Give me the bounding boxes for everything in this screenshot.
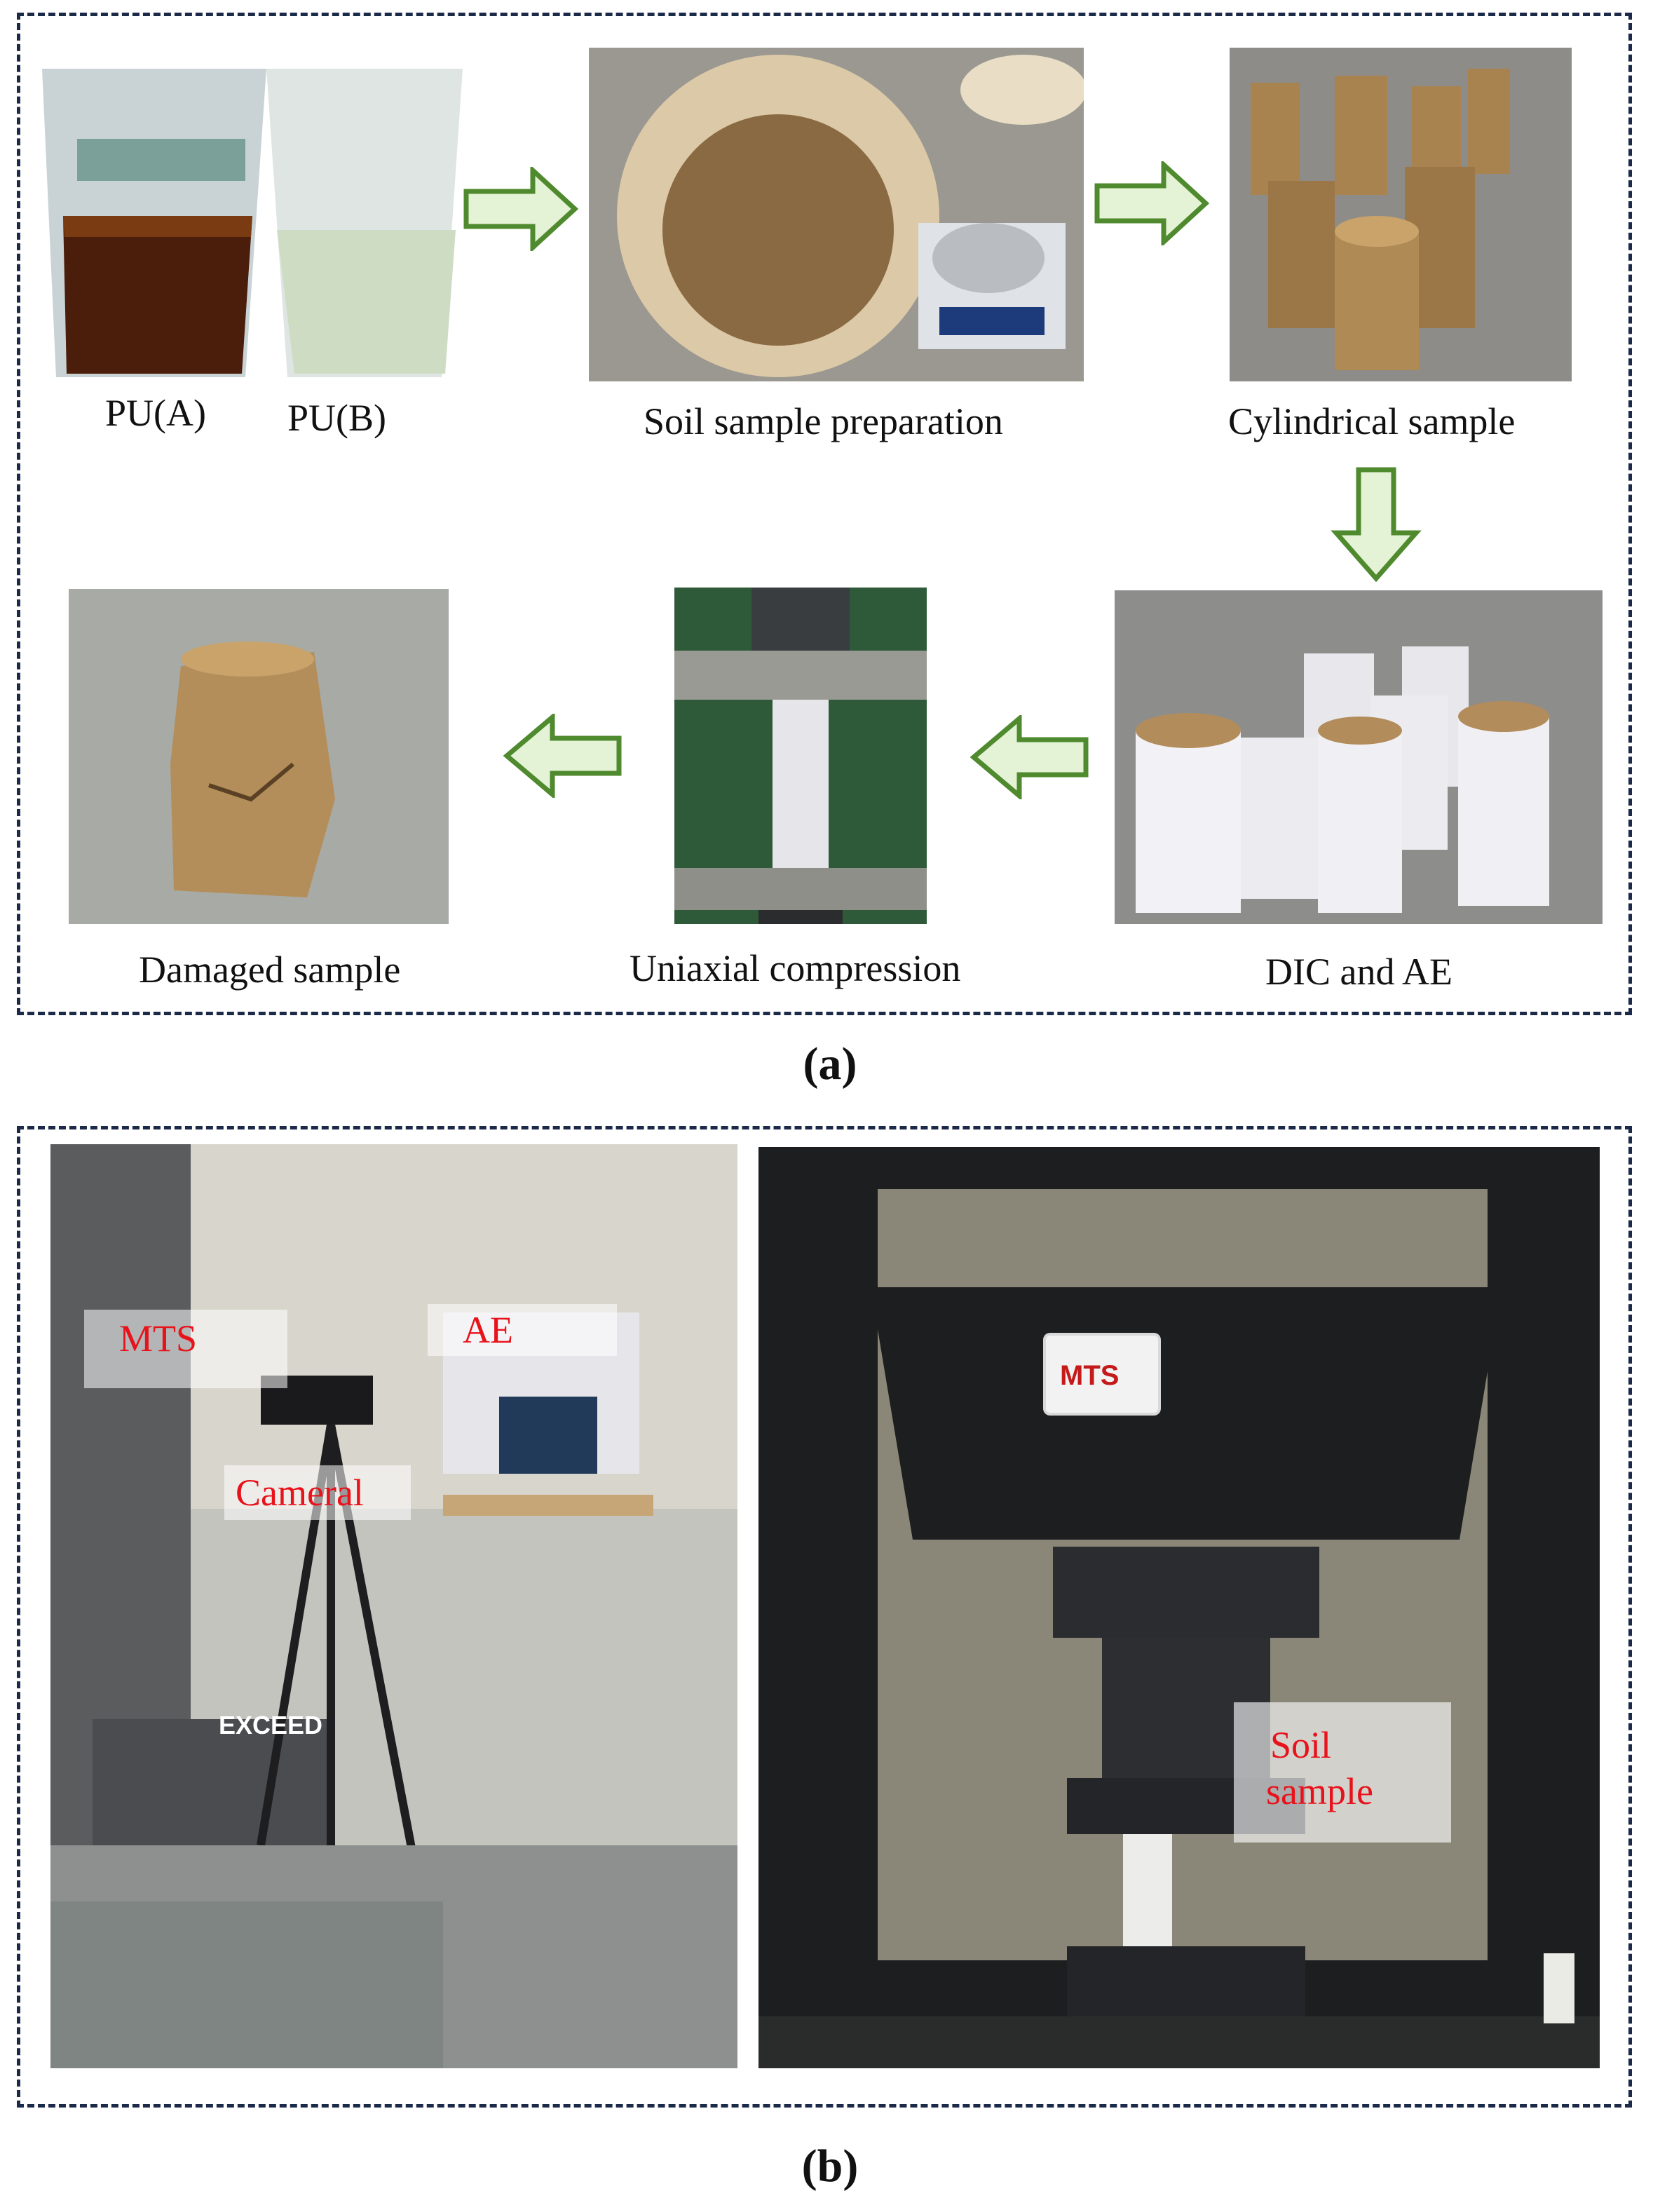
label-mts: MTS — [84, 1310, 287, 1388]
panel-b-frame — [17, 1126, 1632, 2108]
exceed-logo: EXCEED — [219, 1711, 323, 1739]
caption-cylindrical: Cylindrical sample — [1228, 400, 1516, 442]
soil-preparation-photo — [589, 48, 1084, 381]
damaged-sample-photo — [69, 589, 449, 924]
pu-cups-photo — [35, 55, 470, 377]
mts-logo-text: MTS — [1060, 1360, 1120, 1391]
caption-pu-b: PU(B) — [287, 397, 387, 439]
mts-machine-photo — [758, 1147, 1600, 2068]
caption-dic-ae: DIC and AE — [1265, 951, 1452, 993]
mts-logo-badge — [1046, 1336, 1158, 1413]
label-soil-line1: Soil — [1270, 1724, 1332, 1766]
flow-arrow-right-2 — [1094, 161, 1209, 245]
cylindrical-sample-photo — [1230, 48, 1572, 381]
label-ae: AE — [428, 1304, 617, 1356]
subfigure-label-b: (b) — [801, 2140, 859, 2192]
uniaxial-compression-photo — [674, 588, 927, 924]
soil-sample-label-box — [1234, 1702, 1451, 1843]
caption-damaged: Damaged sample — [139, 949, 401, 991]
flow-arrow-right-1 — [463, 167, 578, 251]
panel-a-frame — [17, 13, 1632, 1015]
flow-arrow-left-2 — [503, 714, 622, 798]
flow-arrow-down — [1331, 466, 1422, 582]
dic-ae-photo — [1115, 590, 1603, 924]
subfigure-label-a: (a) — [803, 1038, 857, 1090]
caption-uniaxial: Uniaxial compression — [630, 947, 961, 989]
lab-setup-photo — [50, 1144, 737, 2068]
caption-pu-a: PU(A) — [105, 392, 206, 434]
caption-soil-prep: Soil sample preparation — [644, 400, 1003, 442]
label-soil-line2: sample — [1266, 1770, 1373, 1812]
label-camera: Cameral — [224, 1465, 411, 1520]
flow-arrow-left-1 — [970, 715, 1089, 799]
